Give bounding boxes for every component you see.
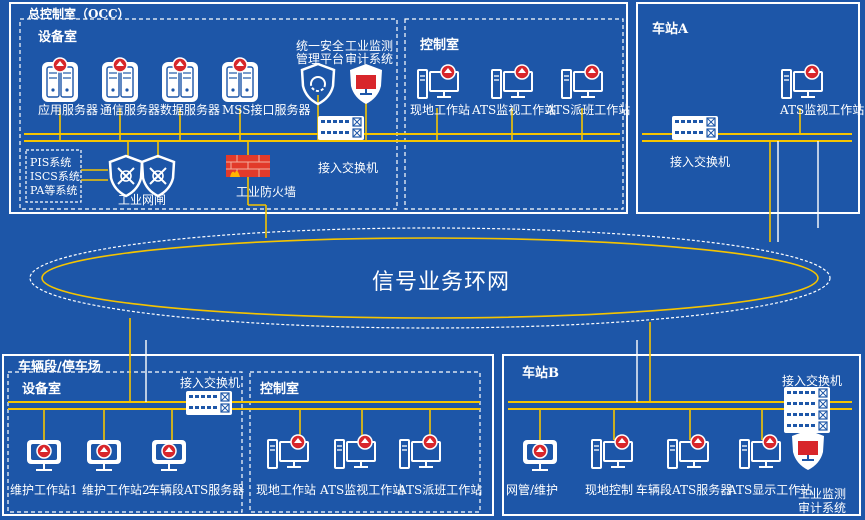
depot-ws-label-1: 现地工作站	[256, 483, 317, 497]
station-b-switch-label: 接入交换机	[782, 374, 843, 388]
firewall-icon	[226, 155, 270, 177]
ring-label: 信号业务环网	[372, 270, 511, 295]
station-b-title: 车站B	[522, 366, 559, 381]
maintenance-ws-1-icon	[26, 439, 62, 471]
station-b-item-2: 现地控制	[585, 483, 634, 497]
station-a-switch-label: 接入交换机	[670, 155, 731, 169]
firewall-label: 工业防火墙	[236, 185, 297, 199]
station-a-workstation-icon	[781, 64, 823, 99]
station-a-switch-icon	[671, 115, 719, 141]
station-a-ws-label: ATS监视工作站	[780, 103, 865, 117]
station-b-audit-label-2: 审计系统	[798, 501, 847, 515]
occ-title: 总控制室（OCC）	[28, 7, 130, 21]
depot-title: 车辆段/停车场	[18, 360, 101, 375]
depot-item-2: 维护工作站2	[82, 483, 150, 497]
maintenance-ws-2-icon	[86, 439, 122, 471]
depot-ats-dispatch-workstation-icon	[399, 434, 441, 469]
occ-switch-label: 接入交换机	[318, 161, 379, 175]
depot-ws-label-3: ATS派班工作站	[398, 483, 483, 497]
depot-equipment-room-title: 设备室	[22, 382, 62, 397]
station-a-region	[636, 2, 860, 242]
network-mgmt-icon	[522, 439, 558, 471]
occ-audit-label-1: 工业监测	[345, 39, 394, 53]
occ-ats-monitor-workstation-icon	[491, 64, 533, 99]
station-a-title: 车站A	[652, 22, 689, 37]
depot-ws-label-2: ATS监视工作站	[320, 483, 405, 497]
server-label-1: 应用服务器	[38, 103, 99, 117]
system-label-pis: PIS系统	[30, 156, 72, 169]
system-label-pa: PA等系统	[30, 184, 78, 197]
server-label-4: MSS接口服务器	[222, 103, 311, 117]
security-platform-label-2: 管理平台	[296, 52, 345, 66]
station-b-ats-server-icon	[667, 434, 709, 469]
station-b-switch-icon-2	[783, 408, 831, 434]
security-platform-label-1: 统一安全	[296, 39, 345, 53]
station-b-audit-label-1: 工业监测	[798, 487, 847, 501]
ats-display-workstation-icon	[739, 434, 781, 469]
station-b-audit-icon	[792, 430, 824, 470]
occ-local-workstation-icon	[417, 64, 459, 99]
gateway-shield-icon	[108, 154, 144, 198]
audit-system-icon	[350, 64, 382, 104]
data-server-icon	[161, 57, 199, 103]
mss-interface-server-icon	[221, 57, 259, 103]
occ-control-room-title: 控制室	[420, 38, 460, 53]
depot-item-1: 维护工作站1	[10, 483, 78, 497]
gateway-shield-icon-2	[140, 154, 176, 198]
application-server-icon	[41, 57, 79, 103]
occ-ws-label-2: ATS监视工作站	[472, 103, 557, 117]
occ-equipment-room-title: 设备室	[38, 30, 78, 45]
security-platform-icon	[300, 62, 336, 106]
occ-ws-label-1: 现地工作站	[410, 103, 471, 117]
station-b-switch-icon	[783, 386, 831, 412]
local-control-icon	[591, 434, 633, 469]
station-b-item-3: 车辆段ATS服务器	[636, 483, 733, 497]
station-b-item-1: 网管/维护	[506, 483, 559, 497]
communication-server-icon	[101, 57, 139, 103]
station-b-item-4: ATS显示工作站	[728, 483, 813, 497]
occ-ws-label-3: ATS派班工作站	[546, 103, 631, 117]
ring-network	[29, 227, 831, 329]
depot-item-3: 车辆段ATS服务器	[148, 483, 245, 497]
server-label-3: 数据服务器	[160, 103, 221, 117]
depot-local-workstation-icon	[267, 434, 309, 469]
occ-ats-dispatch-workstation-icon	[561, 64, 603, 99]
depot-ats-server-icon	[151, 439, 187, 471]
occ-audit-label-2: 审计系统	[345, 52, 394, 66]
gateway-label: 工业网闸	[118, 193, 167, 207]
system-label-iscs: ISCS系统	[30, 170, 80, 183]
depot-region	[2, 318, 494, 516]
server-label-2: 通信服务器	[100, 103, 161, 117]
depot-control-room-title: 控制室	[260, 382, 300, 397]
occ-access-switch-icon	[317, 115, 365, 141]
depot-ats-monitor-workstation-icon	[334, 434, 376, 469]
depot-switch-label: 接入交换机	[180, 376, 241, 390]
depot-switch-icon	[185, 390, 233, 416]
